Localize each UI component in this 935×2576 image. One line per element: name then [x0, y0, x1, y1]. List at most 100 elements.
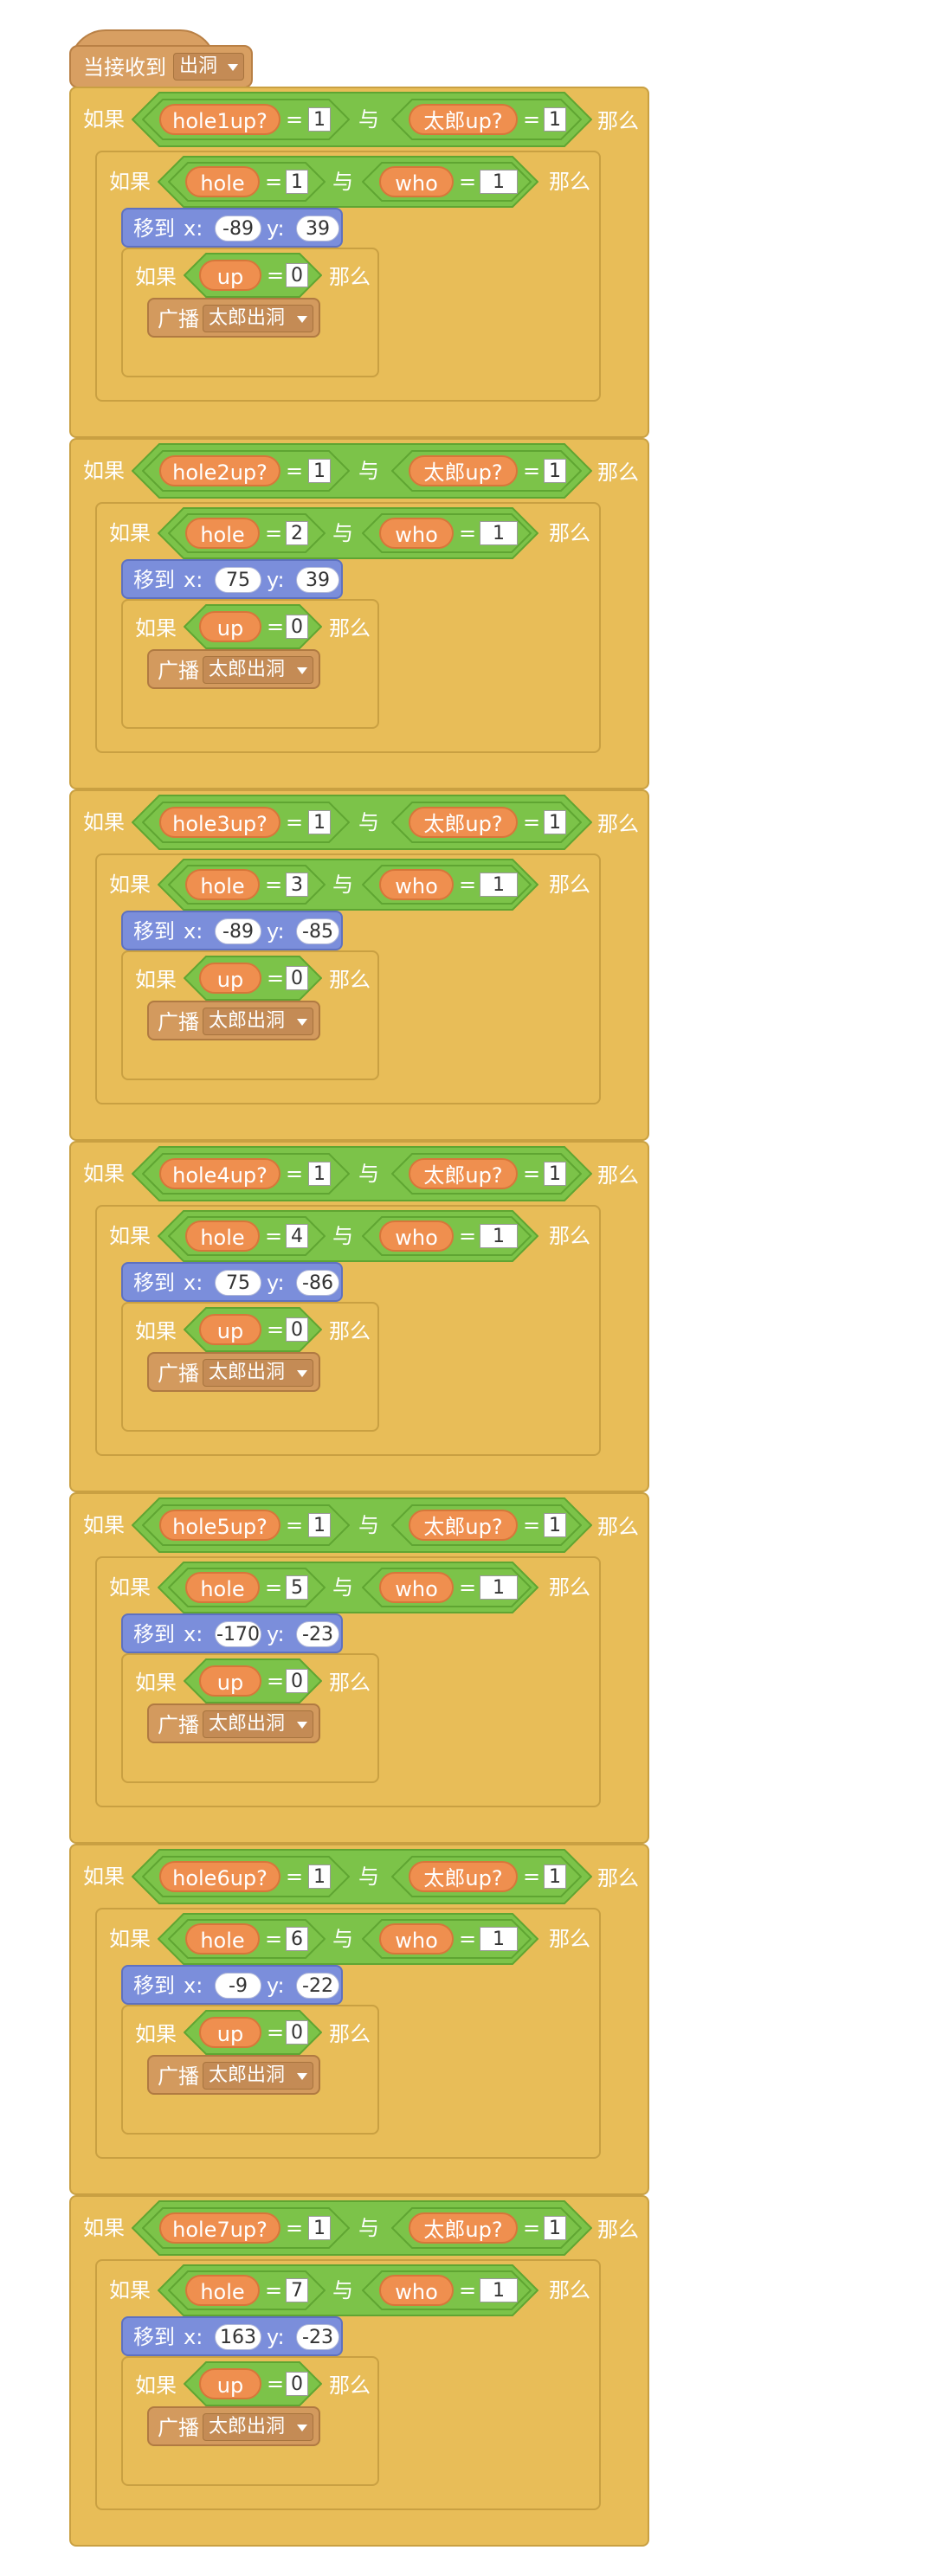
x-value-input[interactable]: -9: [215, 1973, 261, 1999]
equals-condition-up[interactable]: up=0: [184, 2361, 322, 2406]
hole-up-variable[interactable]: hole1up?: [159, 104, 280, 135]
taro-up-variable[interactable]: 太郎up?: [409, 1510, 518, 1541]
hole-up-value[interactable]: 1: [308, 2216, 331, 2240]
who-value[interactable]: 1: [480, 170, 518, 194]
equals-condition-who[interactable]: who=1: [362, 1919, 532, 1959]
up-variable[interactable]: up: [199, 1665, 261, 1697]
hole-up-value[interactable]: 1: [308, 107, 331, 132]
hole-up-variable[interactable]: hole4up?: [159, 1158, 280, 1189]
hole-up-value[interactable]: 1: [308, 459, 331, 483]
who-variable[interactable]: who: [379, 1572, 454, 1603]
up-value[interactable]: 0: [286, 1317, 308, 1342]
broadcast-block[interactable]: 广播太郎出洞: [147, 1001, 320, 1040]
up-variable[interactable]: up: [199, 2017, 261, 2048]
who-value[interactable]: 1: [480, 1927, 518, 1951]
broadcast-message-dropdown[interactable]: 太郎出洞: [203, 656, 313, 684]
broadcast-message-dropdown[interactable]: 太郎出洞: [203, 1008, 313, 1035]
taro-up-value[interactable]: 1: [544, 459, 566, 483]
equals-condition-up[interactable]: up=0: [184, 956, 322, 1001]
hole-variable[interactable]: hole: [185, 2275, 260, 2306]
equals-condition-who[interactable]: who=1: [362, 1568, 532, 1607]
who-variable[interactable]: who: [379, 166, 454, 197]
y-value-input[interactable]: -23: [296, 2324, 339, 2350]
equals-condition-taroup[interactable]: 太郎up?=1: [391, 1153, 582, 1195]
hole-value[interactable]: 2: [286, 521, 308, 545]
equals-condition-hole[interactable]: hole=2: [168, 513, 326, 553]
equals-condition-taroup[interactable]: 太郎up?=1: [391, 1856, 582, 1897]
equals-condition-who[interactable]: who=1: [362, 1216, 532, 1256]
equals-condition-hole[interactable]: hole=6: [168, 1919, 326, 1959]
equals-condition-hole[interactable]: hole=7: [168, 2270, 326, 2310]
taro-up-variable[interactable]: 太郎up?: [409, 1861, 518, 1892]
broadcast-block[interactable]: 广播太郎出洞: [147, 649, 320, 689]
taro-up-value[interactable]: 1: [544, 1513, 566, 1537]
hole-value[interactable]: 1: [286, 170, 308, 194]
up-variable[interactable]: up: [199, 260, 261, 291]
taro-up-value[interactable]: 1: [544, 1162, 566, 1186]
hole-variable[interactable]: hole: [185, 1572, 260, 1603]
hole-up-variable[interactable]: hole7up?: [159, 2212, 280, 2244]
taro-up-variable[interactable]: 太郎up?: [409, 807, 518, 838]
hole-variable[interactable]: hole: [185, 1923, 260, 1955]
hole-variable[interactable]: hole: [185, 1220, 260, 1252]
equals-condition-holeup[interactable]: hole5up?=1: [142, 1504, 350, 1546]
equals-condition-up[interactable]: up=0: [184, 253, 322, 298]
up-value[interactable]: 0: [286, 2020, 308, 2045]
hole-up-variable[interactable]: hole5up?: [159, 1510, 280, 1541]
y-value-input[interactable]: -85: [296, 918, 339, 944]
broadcast-message-dropdown[interactable]: 太郎出洞: [203, 1359, 313, 1387]
equals-condition-who[interactable]: who=1: [362, 865, 532, 905]
hole-value[interactable]: 6: [286, 1927, 308, 1951]
equals-condition-holeup[interactable]: hole6up?=1: [142, 1856, 350, 1897]
equals-condition-up[interactable]: up=0: [184, 1307, 322, 1352]
taro-up-value[interactable]: 1: [544, 2216, 566, 2240]
equals-condition-taroup[interactable]: 太郎up?=1: [391, 450, 582, 492]
hole-value[interactable]: 3: [286, 873, 308, 897]
equals-condition-up[interactable]: up=0: [184, 1658, 322, 1703]
broadcast-block[interactable]: 广播太郎出洞: [147, 1352, 320, 1392]
y-value-input[interactable]: 39: [296, 216, 339, 242]
equals-condition-hole[interactable]: hole=3: [168, 865, 326, 905]
hole-variable[interactable]: hole: [185, 518, 260, 549]
up-value[interactable]: 0: [286, 263, 308, 287]
up-value[interactable]: 0: [286, 615, 308, 639]
equals-condition-holeup[interactable]: hole1up?=1: [142, 99, 350, 140]
who-variable[interactable]: who: [379, 869, 454, 900]
taro-up-variable[interactable]: 太郎up?: [409, 104, 518, 135]
hole-value[interactable]: 7: [286, 2278, 308, 2302]
hole-value[interactable]: 4: [286, 1224, 308, 1248]
who-variable[interactable]: who: [379, 518, 454, 549]
equals-condition-taroup[interactable]: 太郎up?=1: [391, 1504, 582, 1546]
message-dropdown[interactable]: 出洞: [173, 53, 244, 80]
up-value[interactable]: 0: [286, 966, 308, 990]
y-value-input[interactable]: -23: [296, 1621, 339, 1647]
taro-up-value[interactable]: 1: [544, 810, 566, 834]
broadcast-message-dropdown[interactable]: 太郎出洞: [203, 305, 313, 332]
hole-up-value[interactable]: 1: [308, 1864, 331, 1889]
x-value-input[interactable]: 163: [215, 2324, 261, 2350]
equals-condition-hole[interactable]: hole=1: [168, 162, 326, 202]
